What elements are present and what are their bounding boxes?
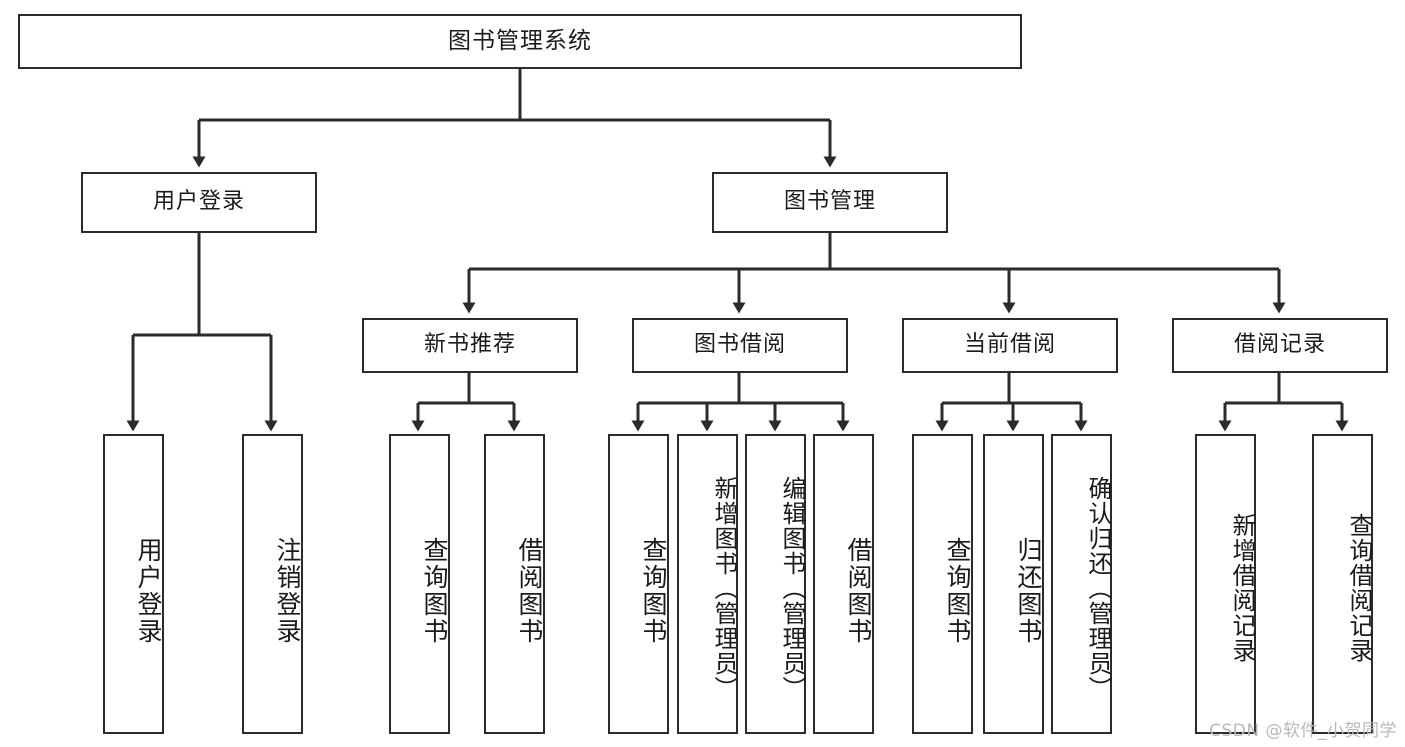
node-leaf-edit-book-admin[interactable]: 编辑图书（管理员） bbox=[745, 434, 806, 734]
node-leaf-borrow-books[interactable]: 借阅图书 bbox=[813, 434, 874, 734]
node-leaf-confirm-return-admin[interactable]: 确认归还（管理员） bbox=[1051, 434, 1112, 734]
watermark: CSDN @软件_小贺同学 bbox=[1209, 721, 1397, 741]
node-label: 编辑图书（管理员） bbox=[778, 475, 806, 701]
node-label: 查询图书 bbox=[420, 537, 449, 645]
node-leaf-return-books[interactable]: 归还图书 bbox=[983, 434, 1044, 734]
node-label: 注销登录 bbox=[273, 537, 302, 645]
node-label: 查询图书 bbox=[639, 537, 668, 645]
node-label: 借阅图书 bbox=[844, 537, 873, 645]
node-leaf-query-books-borrow[interactable]: 查询图书 bbox=[608, 434, 669, 734]
node-leaf-query-borrow-record[interactable]: 查询借阅记录 bbox=[1312, 434, 1373, 734]
node-label: 借阅图书 bbox=[515, 537, 544, 645]
node-user-login[interactable]: 用户登录 bbox=[81, 172, 317, 233]
node-leaf-logout[interactable]: 注销登录 bbox=[242, 434, 303, 734]
node-root-book-management-system[interactable]: 图书管理系统 bbox=[18, 14, 1022, 69]
node-current-borrowing[interactable]: 当前借阅 bbox=[902, 318, 1118, 373]
node-borrow-records[interactable]: 借阅记录 bbox=[1172, 318, 1388, 373]
node-book-management[interactable]: 图书管理 bbox=[712, 172, 948, 233]
node-label: 查询图书 bbox=[943, 537, 972, 645]
node-label: 用户登录 bbox=[152, 189, 245, 215]
node-label: 确认归还（管理员） bbox=[1084, 475, 1112, 701]
node-new-book-recommendation[interactable]: 新书推荐 bbox=[362, 318, 578, 373]
node-label: 查询借阅记录 bbox=[1345, 513, 1373, 663]
node-leaf-query-books-current[interactable]: 查询图书 bbox=[912, 434, 973, 734]
node-leaf-query-books-new[interactable]: 查询图书 bbox=[389, 434, 450, 734]
node-label: 图书管理系统 bbox=[448, 27, 592, 54]
node-label: 当前借阅 bbox=[963, 332, 1056, 358]
node-label: 新增借阅记录 bbox=[1228, 513, 1256, 663]
node-label: 归还图书 bbox=[1014, 537, 1043, 645]
node-book-borrowing[interactable]: 图书借阅 bbox=[632, 318, 848, 373]
node-leaf-borrow-books-new[interactable]: 借阅图书 bbox=[484, 434, 545, 734]
node-leaf-user-login[interactable]: 用户登录 bbox=[103, 434, 164, 734]
node-label: 用户登录 bbox=[134, 537, 163, 645]
node-label: 图书借阅 bbox=[693, 332, 786, 358]
node-leaf-add-borrow-record[interactable]: 新增借阅记录 bbox=[1195, 434, 1256, 734]
node-label: 借阅记录 bbox=[1233, 332, 1326, 358]
node-label: 新书推荐 bbox=[423, 332, 516, 358]
node-label: 新增图书（管理员） bbox=[710, 475, 738, 701]
node-leaf-add-book-admin[interactable]: 新增图书（管理员） bbox=[677, 434, 738, 734]
node-label: 图书管理 bbox=[783, 189, 876, 215]
